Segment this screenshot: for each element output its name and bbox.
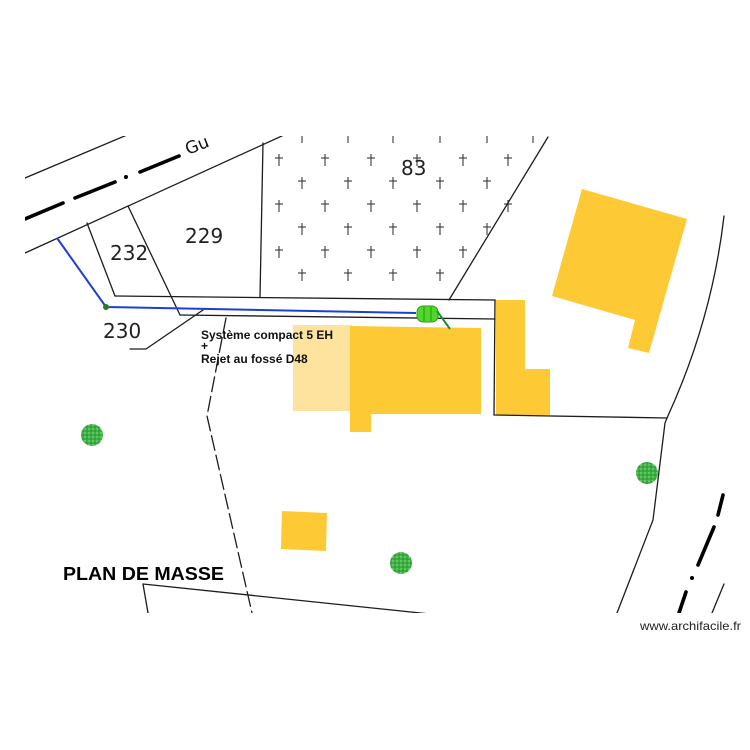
parcel-number-230: 230 — [103, 319, 141, 343]
annotation-line-1: Système compact 5 EH — [201, 328, 333, 342]
watermark: www.archifacile.fr — [639, 619, 741, 633]
road-centerline — [25, 154, 181, 221]
parcel-number-83: 83 — [401, 156, 426, 180]
outlet-to-ditch — [436, 310, 451, 330]
pipe-junction-icon — [103, 304, 109, 310]
tree-icon — [636, 462, 658, 484]
annotation-line-3: Rejet au fossé D48 — [201, 352, 308, 366]
building-l-shape — [496, 300, 550, 415]
tree-icon — [81, 424, 103, 446]
septic-annotation: Système compact 5 EH + Rejet au fossé D4… — [201, 328, 333, 366]
annotation-line-2: + — [201, 339, 208, 353]
parcel-number-232: 232 — [110, 241, 148, 265]
building-main-house — [350, 326, 481, 432]
parcel-number-229: 229 — [185, 224, 223, 248]
building-annex-light — [293, 325, 352, 411]
road-edge-top — [25, 136, 127, 179]
tree-icon — [390, 552, 412, 574]
buildings — [281, 189, 687, 551]
building-small-shed — [281, 511, 327, 551]
road-edge-bottom — [25, 136, 284, 254]
plan-title: PLAN DE MASSE — [63, 564, 224, 584]
septic-tank-icon — [416, 305, 439, 323]
building-neighbor — [552, 189, 687, 353]
road-secondary — [677, 493, 725, 613]
parcel-boundaries — [86, 136, 725, 613]
